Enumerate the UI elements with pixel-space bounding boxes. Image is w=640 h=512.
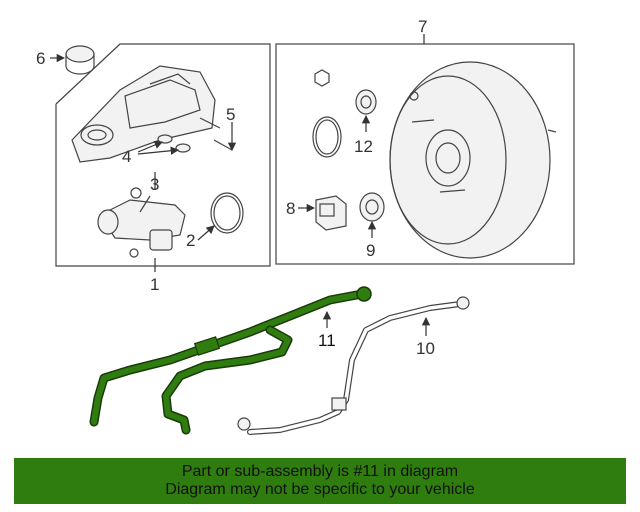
- grommet-small: [314, 69, 330, 87]
- callout-12: 12: [354, 137, 373, 156]
- vacuum-hose-10: [237, 296, 470, 435]
- banner-line-2: Diagram may not be specific to your vehi…: [165, 481, 475, 498]
- brake-booster: [389, 61, 557, 259]
- sensor-8: [315, 195, 347, 231]
- reservoir-cap: [65, 45, 95, 75]
- parts-diagram: 6 3 4 5 2 1 7 12 8 9 11 10: [36, 17, 575, 435]
- callout-10: 10: [416, 339, 435, 358]
- callout-1: 1: [150, 275, 159, 294]
- callout-11: 11: [318, 331, 336, 350]
- reservoir-assembly: [71, 65, 233, 163]
- info-banner: Part or sub-assembly is #11 in diagram D…: [14, 458, 626, 504]
- master-cylinder-box: [55, 43, 271, 267]
- callout-7: 7: [418, 17, 427, 36]
- callout-6: 6: [36, 49, 45, 68]
- leader-lines: [50, 34, 431, 336]
- master-cylinder: [97, 187, 186, 258]
- booster-box: [275, 43, 575, 265]
- callout-9: 9: [366, 241, 375, 260]
- callout-4: 4: [122, 147, 131, 166]
- banner-line-1: Part or sub-assembly is #11 in diagram: [181, 463, 459, 480]
- vacuum-hose-11-highlighted: [89, 286, 372, 435]
- callout-2: 2: [186, 231, 195, 250]
- callout-8: 8: [286, 199, 295, 218]
- grommet-12: [355, 89, 377, 115]
- o-ring: [312, 116, 342, 158]
- callout-5: 5: [226, 105, 235, 124]
- grommet-9: [359, 192, 385, 222]
- seal-ring: [210, 192, 244, 234]
- callout-3: 3: [150, 175, 159, 194]
